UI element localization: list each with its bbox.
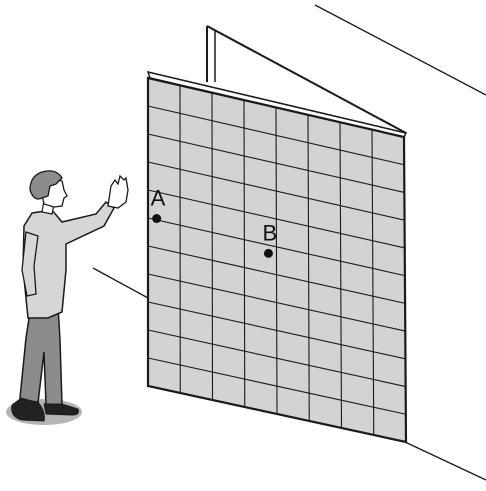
grid-line-horizontal — [147, 133, 405, 193]
person-hand — [107, 174, 129, 209]
grid-line-horizontal — [147, 105, 405, 166]
floor-line-right — [404, 441, 486, 481]
point-a-dot — [152, 214, 162, 224]
grid-line-horizontal — [147, 161, 405, 221]
grid-line-vertical — [339, 122, 343, 429]
grid-line-vertical — [371, 129, 375, 436]
person-shoe-right — [43, 403, 79, 416]
person-legs — [19, 305, 63, 406]
person-shirt — [22, 200, 115, 319]
grid-line-vertical — [307, 114, 310, 422]
person-hair — [29, 170, 63, 200]
floor-line-left — [92, 267, 149, 299]
points-layer: AB — [151, 186, 277, 258]
point-a-label: A — [151, 186, 166, 211]
grid-line-horizontal — [147, 301, 406, 360]
grid-line-vertical — [243, 100, 246, 408]
grid-line-horizontal — [147, 329, 406, 388]
wall-grid — [147, 85, 406, 436]
person-figure — [6, 170, 129, 425]
point-b-label: B — [262, 220, 277, 245]
grid-line-horizontal — [147, 245, 406, 304]
point-b-dot — [263, 248, 273, 258]
person-shoe-left — [11, 398, 45, 422]
grid-line-vertical — [275, 107, 278, 415]
grid-line-horizontal — [147, 357, 406, 415]
grid-line-horizontal — [147, 273, 406, 332]
grid-line-vertical — [211, 92, 214, 401]
grid-line-horizontal — [147, 189, 405, 249]
person-back-arm — [21, 231, 39, 297]
grid-line-horizontal — [147, 217, 406, 277]
ceiling-line — [314, 4, 486, 96]
door-frame — [206, 25, 407, 134]
